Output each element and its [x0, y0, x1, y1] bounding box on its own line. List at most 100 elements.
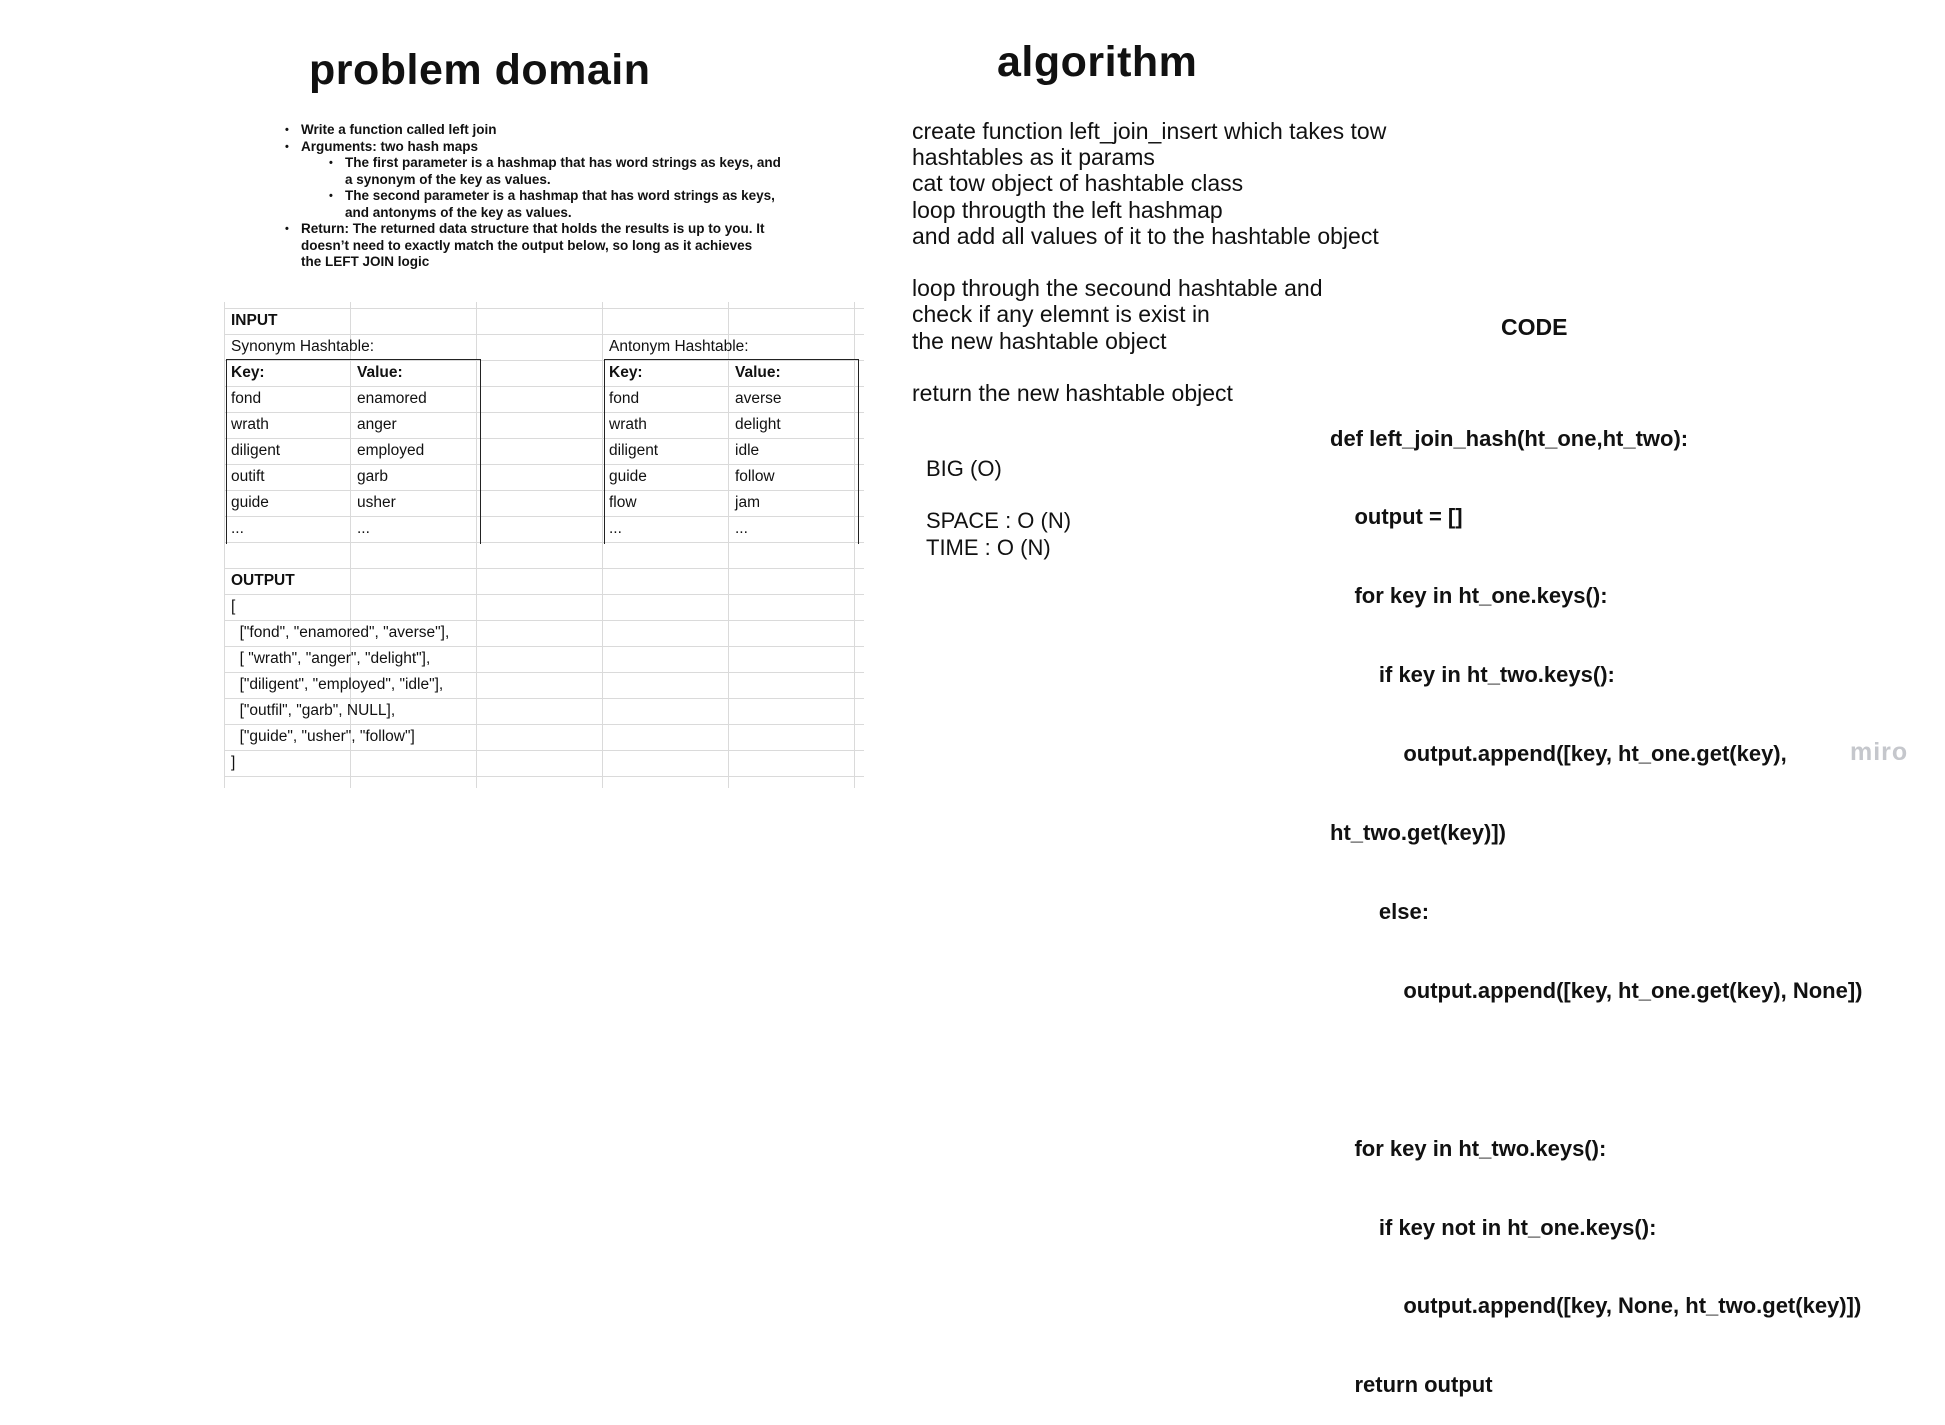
- algorithm-line: the new hashtable object: [912, 327, 1167, 354]
- code-line: for key in ht_one.keys():: [1330, 583, 1608, 609]
- synonym-key-cell: wrath: [231, 416, 269, 433]
- grid-row-line: [224, 308, 864, 309]
- antonym-key-cell: flow: [609, 494, 637, 511]
- requirement-subitem: The second parameter is a hashmap that h…: [329, 188, 843, 221]
- code-heading: CODE: [1501, 314, 1568, 340]
- grid-column-line: [602, 302, 603, 788]
- requirement-subitem: The first parameter is a hashmap that ha…: [329, 155, 843, 188]
- grid-column-line: [854, 302, 855, 788]
- synonym-key-cell: guide: [231, 494, 269, 511]
- grid-row-line: [224, 724, 864, 725]
- grid-row-line: [224, 776, 864, 777]
- antonym-key-header: Key:: [609, 364, 643, 381]
- algorithm-line: create function left_join_insert which t…: [912, 118, 1387, 144]
- grid-row-line: [224, 672, 864, 673]
- grid-column-line: [224, 302, 225, 788]
- code-line: ht_two.get(key)]): [1330, 820, 1506, 846]
- grid-row-line: [224, 490, 864, 491]
- synonym-table-border: [226, 359, 481, 544]
- output-line: ["guide", "usher", "follow"]: [231, 728, 415, 745]
- grid-row-line: [224, 412, 864, 413]
- synonym-value-cell: employed: [357, 442, 425, 459]
- time-complexity: TIME : O (N): [926, 534, 1051, 560]
- code-line: output.append([key, ht_one.get(key),: [1330, 741, 1787, 767]
- code-line: if key not in ht_one.keys():: [1330, 1214, 1657, 1240]
- grid-row-line: [224, 542, 864, 543]
- antonym-value-cell: ...: [735, 520, 748, 537]
- synonym-key-cell: fond: [231, 390, 262, 407]
- grid-row-line: [224, 568, 864, 569]
- algorithm-steps: create function left_join_insert which t…: [912, 118, 1386, 406]
- antonym-value-cell: averse: [735, 390, 782, 407]
- input-label: INPUT: [231, 312, 278, 329]
- grid-row-line: [224, 464, 864, 465]
- algorithm-line: hashtables as it params: [912, 144, 1155, 171]
- output-line: ["diligent", "employed", "idle"],: [231, 676, 444, 693]
- antonym-value-cell: follow: [735, 468, 775, 485]
- requirement-item: Write a function called left join: [285, 122, 843, 139]
- code-block: def left_join_hash(ht_one,ht_two): outpu…: [1330, 373, 1863, 1425]
- synonym-value-cell: anger: [357, 416, 397, 433]
- antonym-key-cell: fond: [609, 390, 640, 407]
- big-o-label: BIG (O): [926, 456, 1002, 481]
- algorithm-line: check if any elemnt is exist in: [912, 301, 1210, 328]
- grid-row-line: [224, 516, 864, 517]
- code-line: for key in ht_two.keys():: [1330, 1135, 1607, 1161]
- grid-column-line: [728, 302, 729, 788]
- synonym-value-cell: ...: [357, 520, 370, 537]
- algorithm-line: cat tow object of hashtable class: [912, 170, 1244, 197]
- code-line: output.append([key, None, ht_two.get(key…: [1330, 1293, 1862, 1319]
- grid-column-line: [476, 302, 477, 788]
- grid-row-line: [224, 750, 864, 751]
- requirement-item: Arguments: two hash maps The first param…: [285, 139, 843, 222]
- code-line: else:: [1330, 898, 1430, 924]
- grid-column-line: [350, 302, 351, 788]
- antonym-value-cell: idle: [735, 442, 760, 459]
- output-line: [: [231, 598, 236, 615]
- miro-logo: miro: [1850, 738, 1909, 766]
- output-label: OUTPUT: [231, 572, 295, 589]
- complexity-notes: BIG (O) SPACE : O (N) TIME : O (N): [926, 456, 1071, 561]
- synonym-value-cell: usher: [357, 494, 396, 511]
- output-line: ["outfil", "garb", NULL],: [231, 702, 396, 719]
- antonym-key-cell: ...: [609, 520, 622, 537]
- output-line: ]: [231, 754, 236, 771]
- algorithm-line: loop through the secound hashtable and: [912, 275, 1323, 302]
- antonym-key-cell: diligent: [609, 442, 659, 459]
- code-line: return output: [1330, 1372, 1493, 1398]
- grid-row-line: [224, 620, 864, 621]
- algorithm-heading: algorithm: [997, 38, 1198, 86]
- grid-row-line: [224, 360, 864, 361]
- antonym-key-cell: guide: [609, 468, 647, 485]
- output-line: ["fond", "enamored", "averse"],: [231, 624, 450, 641]
- grid-row-line: [224, 334, 864, 335]
- synonym-value-cell: enamored: [357, 390, 427, 407]
- input-output-sheet: INPUT Synonym Hashtable: Antonym Hashtab…: [224, 302, 864, 788]
- antonym-value-cell: jam: [735, 494, 760, 511]
- antonym-table-title: Antonym Hashtable:: [609, 338, 749, 355]
- code-line: def left_join_hash(ht_one,ht_two):: [1330, 425, 1689, 451]
- problem-domain-heading: problem domain: [309, 46, 651, 94]
- grid-row-line: [224, 386, 864, 387]
- space-complexity: SPACE : O (N): [926, 508, 1072, 534]
- synonym-value-header: Value:: [357, 364, 403, 381]
- grid-row-line: [224, 646, 864, 647]
- requirements-list: Write a function called left join Argume…: [283, 122, 843, 271]
- algorithm-line: loop througth the left hashmap: [912, 196, 1223, 223]
- antonym-value-header: Value:: [735, 364, 781, 381]
- output-line: [ "wrath", "anger", "delight"],: [231, 650, 431, 667]
- grid-row-line: [224, 698, 864, 699]
- code-line: output = []: [1330, 504, 1463, 530]
- algorithm-line: and add all values of it to the hashtabl…: [912, 222, 1379, 249]
- synonym-key-cell: outift: [231, 468, 265, 485]
- synonym-key-cell: diligent: [231, 442, 281, 459]
- code-line: if key in ht_two.keys():: [1330, 662, 1615, 688]
- code-line: output.append([key, ht_one.get(key), Non…: [1330, 977, 1863, 1003]
- synonym-value-cell: garb: [357, 468, 389, 485]
- synonym-table-title: Synonym Hashtable:: [231, 338, 375, 355]
- code-line: [1330, 1057, 1863, 1083]
- grid-row-line: [224, 438, 864, 439]
- synonym-key-cell: ...: [231, 520, 244, 537]
- requirement-item: Return: The returned data structure that…: [285, 221, 843, 271]
- grid-row-line: [224, 594, 864, 595]
